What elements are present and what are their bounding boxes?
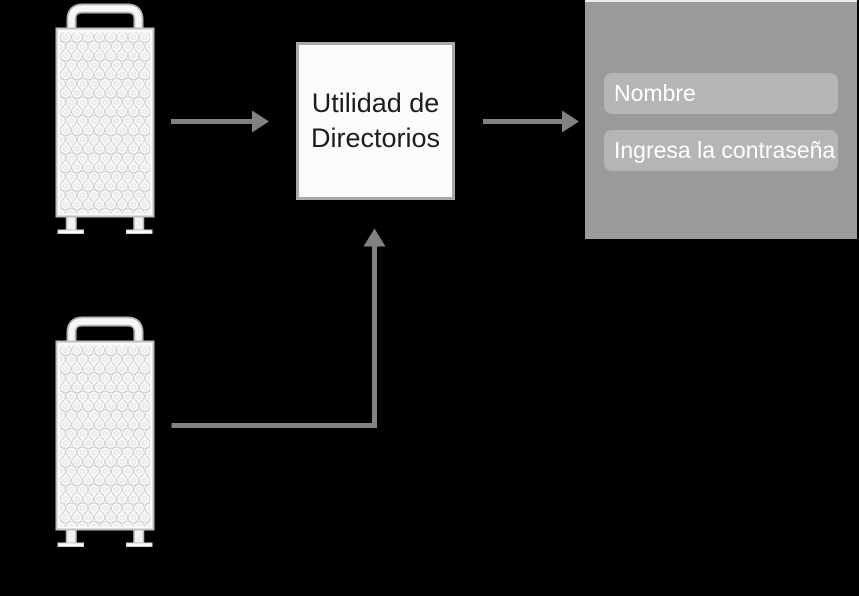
arrow-server1-to-utility: [171, 110, 269, 133]
server-foot: [57, 229, 84, 234]
arrow-utility-to-login-panel: [483, 110, 579, 133]
arrow-server2-to-utility: [171, 228, 386, 428]
server-grille: [60, 32, 150, 214]
server-leg: [65, 528, 77, 544]
directory-utility-label: Utilidad de Directorios: [310, 88, 441, 153]
mac-pro-tower-icon: [55, 316, 155, 547]
server-leg: [133, 528, 145, 544]
server-foot: [126, 229, 153, 234]
login-panel: Nombre Ingresa la contraseña: [585, 0, 857, 239]
name-field[interactable]: Nombre: [604, 73, 838, 114]
server-foot: [57, 542, 84, 547]
directory-utility-box: Utilidad de Directorios: [296, 42, 455, 200]
server-grille: [60, 345, 150, 527]
mac-pro-tower-icon: [55, 3, 155, 234]
server-leg: [133, 215, 145, 231]
password-field[interactable]: Ingresa la contraseña: [604, 130, 838, 171]
server-foot: [126, 542, 153, 547]
server-leg: [65, 215, 77, 231]
